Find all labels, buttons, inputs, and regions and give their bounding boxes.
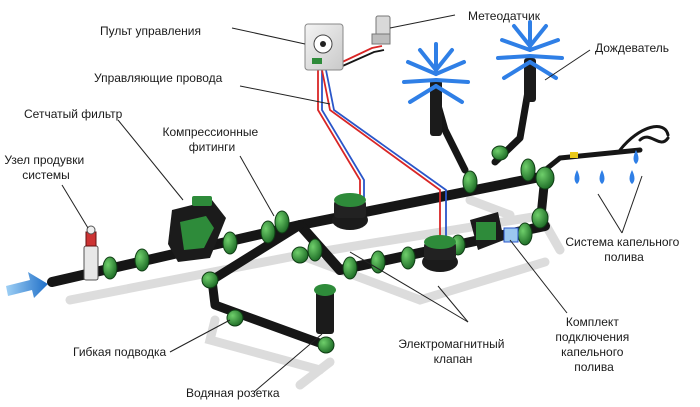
label-drip-kit-line3: капельного xyxy=(561,345,624,359)
drip-drops xyxy=(574,150,639,184)
label-drip-kit-line4: полива xyxy=(574,360,614,374)
sprinkler-left xyxy=(402,42,470,136)
drip-emitter-yellow xyxy=(570,152,578,158)
solenoid-valve-2 xyxy=(422,235,458,272)
label-mesh-filter: Сетчатый фильтр xyxy=(24,107,123,121)
label-drip-system: Система капельного полива xyxy=(565,235,682,264)
label-solenoid-valve-line1: Электромагнитный xyxy=(398,337,504,351)
label-purge-unit: Узел продувки системы xyxy=(4,153,87,182)
solenoid-valve-1 xyxy=(332,193,368,230)
purge-unit xyxy=(83,225,99,281)
control-wires xyxy=(317,45,447,240)
label-solenoid-valve-line2: клапан xyxy=(434,352,473,366)
label-controller: Пульт управления xyxy=(100,24,201,38)
label-drip-kit: Комплект подключения капельного полива xyxy=(555,315,632,374)
label-purge-unit-line2: системы xyxy=(22,168,70,182)
weather-sensor xyxy=(371,15,391,45)
water-inlet-arrow xyxy=(6,272,48,298)
drip-connection-kit xyxy=(470,212,519,250)
label-solenoid-valve: Электромагнитный клапан xyxy=(398,337,508,366)
label-weather-sensor: Метеодатчик xyxy=(468,9,541,23)
label-flexible-hose: Гибкая подводка xyxy=(73,345,166,359)
controller-box xyxy=(304,23,344,71)
leader-lines xyxy=(61,14,643,393)
label-purge-unit-line1: Узел продувки xyxy=(4,153,84,167)
label-drip-kit-line1: Комплект xyxy=(566,315,619,329)
mesh-filter xyxy=(168,196,226,262)
label-sprinkler: Дождеватель xyxy=(595,41,669,55)
label-compression-fittings-line2: фитинги xyxy=(189,140,235,154)
label-drip-system-line1: Система капельного xyxy=(565,235,679,249)
water-outlet xyxy=(314,284,336,334)
label-compression-fittings-line1: Компрессионные xyxy=(162,125,258,139)
label-compression-fittings: Компрессионные фитинги xyxy=(162,125,261,154)
label-drip-system-line2: полива xyxy=(604,250,644,264)
label-drip-kit-line2: подключения xyxy=(555,330,629,344)
fittings xyxy=(102,145,555,354)
sprinkler-right xyxy=(496,20,564,102)
label-control-wires: Управляющие провода xyxy=(94,71,223,85)
label-water-outlet: Водяная розетка xyxy=(186,386,280,400)
